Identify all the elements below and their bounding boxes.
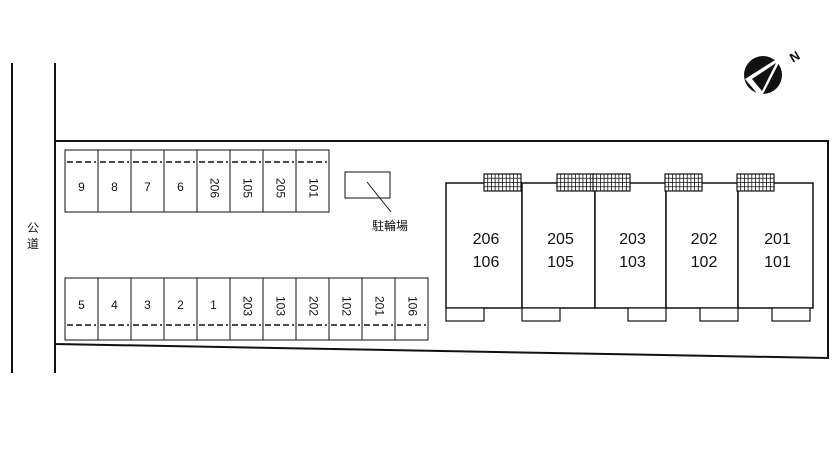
parking-space: 8 xyxy=(97,149,132,213)
parking-space: 202 xyxy=(295,277,330,341)
entrance-pad xyxy=(627,307,667,322)
building-unit-lower-label: 103 xyxy=(619,254,646,271)
parking-space-label: 203 xyxy=(240,296,254,316)
parking-space: 205 xyxy=(262,149,297,213)
parking-space-label: 205 xyxy=(273,178,287,198)
parking-space-label: 102 xyxy=(339,296,353,316)
parking-space-label: 8 xyxy=(111,180,118,194)
entrance-pad xyxy=(445,307,485,322)
building-unit-upper-label: 202 xyxy=(691,231,718,248)
parking-space-label: 3 xyxy=(144,298,151,312)
entrance-pad xyxy=(771,307,811,322)
bicycle-parking-leader xyxy=(366,181,392,213)
parking-space: 206 xyxy=(196,149,231,213)
parking-space: 102 xyxy=(328,277,363,341)
parking-space-label: 106 xyxy=(405,296,419,316)
building-unit-upper-label: 205 xyxy=(547,231,574,248)
bicycle-parking-label: 駐輪場 xyxy=(372,218,408,233)
parking-space: 101 xyxy=(295,149,330,213)
parking-space-label: 202 xyxy=(306,296,320,316)
parking-space-outline xyxy=(394,277,429,341)
parking-space: 203 xyxy=(229,277,264,341)
parking-space-label: 6 xyxy=(177,180,184,194)
parking-space-label: 105 xyxy=(240,178,254,198)
road-label-char-2: 道 xyxy=(27,237,39,251)
parking-space: 3 xyxy=(130,277,165,341)
parking-space: 105 xyxy=(229,149,264,213)
entrance-pad xyxy=(521,307,561,322)
building-unit-lower-label: 101 xyxy=(764,254,791,271)
parking-space: 9 xyxy=(64,149,99,213)
building-unit-upper-label: 203 xyxy=(619,231,646,248)
north-compass-icon: N xyxy=(744,48,803,98)
building-unit-lower-label: 105 xyxy=(547,254,574,271)
parking-space: 103 xyxy=(262,277,297,341)
compass-north-label: N xyxy=(787,48,803,66)
parking-space-label: 2 xyxy=(177,298,184,312)
parking-space-label: 1 xyxy=(210,298,217,312)
parking-row-top: 9 8 7 6 206 105 205 101 xyxy=(64,149,330,213)
parking-space-label: 5 xyxy=(78,298,85,312)
parking-space: 201 xyxy=(361,277,396,341)
parking-row-bottom: 5 4 3 2 1 203 103 202 102 201 106 xyxy=(64,277,429,341)
building-unit-lower-label: 106 xyxy=(473,254,500,271)
parking-space-label: 103 xyxy=(273,296,287,316)
parking-space-label: 206 xyxy=(207,178,221,198)
parking-space: 2 xyxy=(163,277,198,341)
parking-space: 5 xyxy=(64,277,99,341)
parking-space: 106 xyxy=(394,277,429,341)
entrance-pad xyxy=(699,307,739,322)
building-unit-lower-label: 102 xyxy=(691,254,718,271)
parking-space: 6 xyxy=(163,149,198,213)
building-unit-upper-label: 201 xyxy=(764,231,791,248)
parking-space-label: 201 xyxy=(372,296,386,316)
parking-space-label: 9 xyxy=(78,180,85,194)
site-boundary xyxy=(54,140,829,360)
parking-space-label: 4 xyxy=(111,298,118,312)
parking-space-outline xyxy=(295,149,330,213)
bicycle-parking-box xyxy=(344,171,391,199)
road-label-char-1: 公 xyxy=(27,221,39,235)
parking-space: 7 xyxy=(130,149,165,213)
parking-space-label: 7 xyxy=(144,180,151,194)
parking-space: 1 xyxy=(196,277,231,341)
building-unit-upper-label: 206 xyxy=(473,231,500,248)
parking-space: 4 xyxy=(97,277,132,341)
parking-space-label: 101 xyxy=(306,178,320,198)
